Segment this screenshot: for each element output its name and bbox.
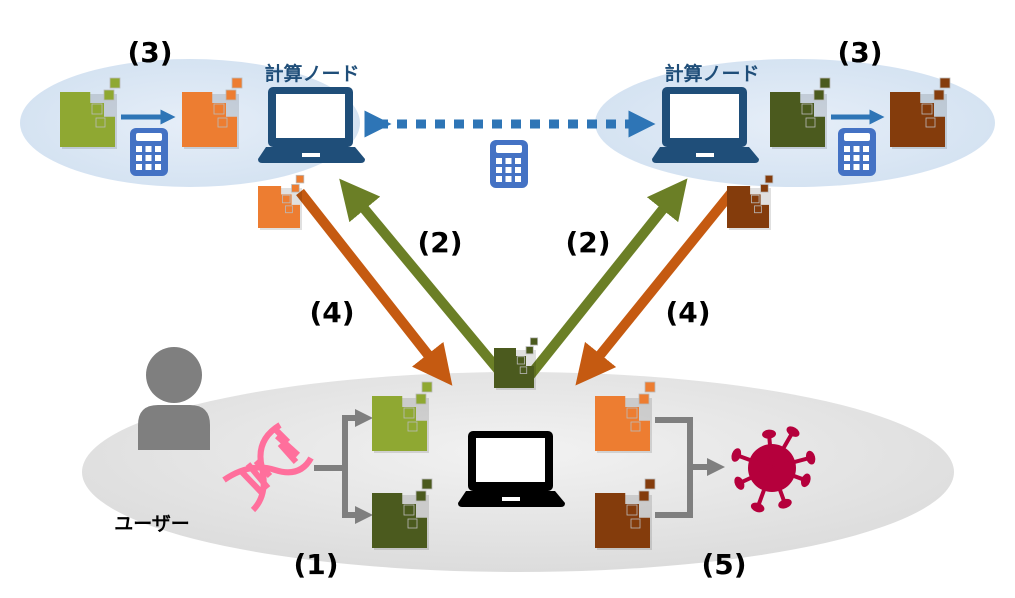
dna-icon bbox=[222, 422, 314, 513]
data-block-upload bbox=[494, 337, 539, 390]
data-block-split-1 bbox=[372, 381, 433, 453]
step-2-left-label: (2) bbox=[417, 226, 462, 259]
step-2-right-label: (2) bbox=[565, 226, 610, 259]
user-icon bbox=[138, 347, 210, 450]
step-3-left-label: (3) bbox=[127, 36, 172, 69]
data-block-result-1 bbox=[595, 381, 656, 453]
step-3-right-label: (3) bbox=[837, 36, 882, 69]
return-arrow-right bbox=[575, 188, 736, 386]
data-block-result-2 bbox=[595, 478, 656, 550]
user-label: ユーザー bbox=[114, 513, 190, 535]
upload-arrow-right bbox=[524, 178, 688, 382]
return-arrow-left bbox=[296, 188, 453, 386]
data-block-result-left bbox=[182, 77, 243, 149]
merge-connector bbox=[655, 417, 725, 518]
step-4-right-label: (4) bbox=[665, 296, 710, 329]
step-5-label: (5) bbox=[701, 548, 746, 581]
data-block-input-left bbox=[60, 77, 121, 149]
laptop-icon-user bbox=[458, 431, 565, 507]
data-block-result-right bbox=[890, 77, 951, 149]
upload-arrow-left bbox=[339, 178, 509, 382]
data-block-split-2 bbox=[372, 478, 433, 550]
data-block-return-left bbox=[258, 174, 305, 230]
data-block-input-right bbox=[770, 77, 831, 149]
laptop-icon-node-right bbox=[652, 87, 759, 163]
calculator-icon-center bbox=[490, 140, 528, 188]
laptop-icon-node-left bbox=[258, 87, 365, 163]
step-4-left-label: (4) bbox=[309, 296, 354, 329]
compute-node-label-left: 計算ノード bbox=[264, 62, 359, 85]
data-block-return-right bbox=[727, 174, 774, 230]
compute-node-label-right: 計算ノード bbox=[664, 62, 759, 85]
split-connector bbox=[314, 409, 373, 524]
virus-icon bbox=[731, 426, 816, 513]
calculator-icon-right bbox=[838, 128, 876, 176]
calculator-icon-left bbox=[130, 128, 168, 176]
step-1-label: (1) bbox=[293, 548, 338, 581]
